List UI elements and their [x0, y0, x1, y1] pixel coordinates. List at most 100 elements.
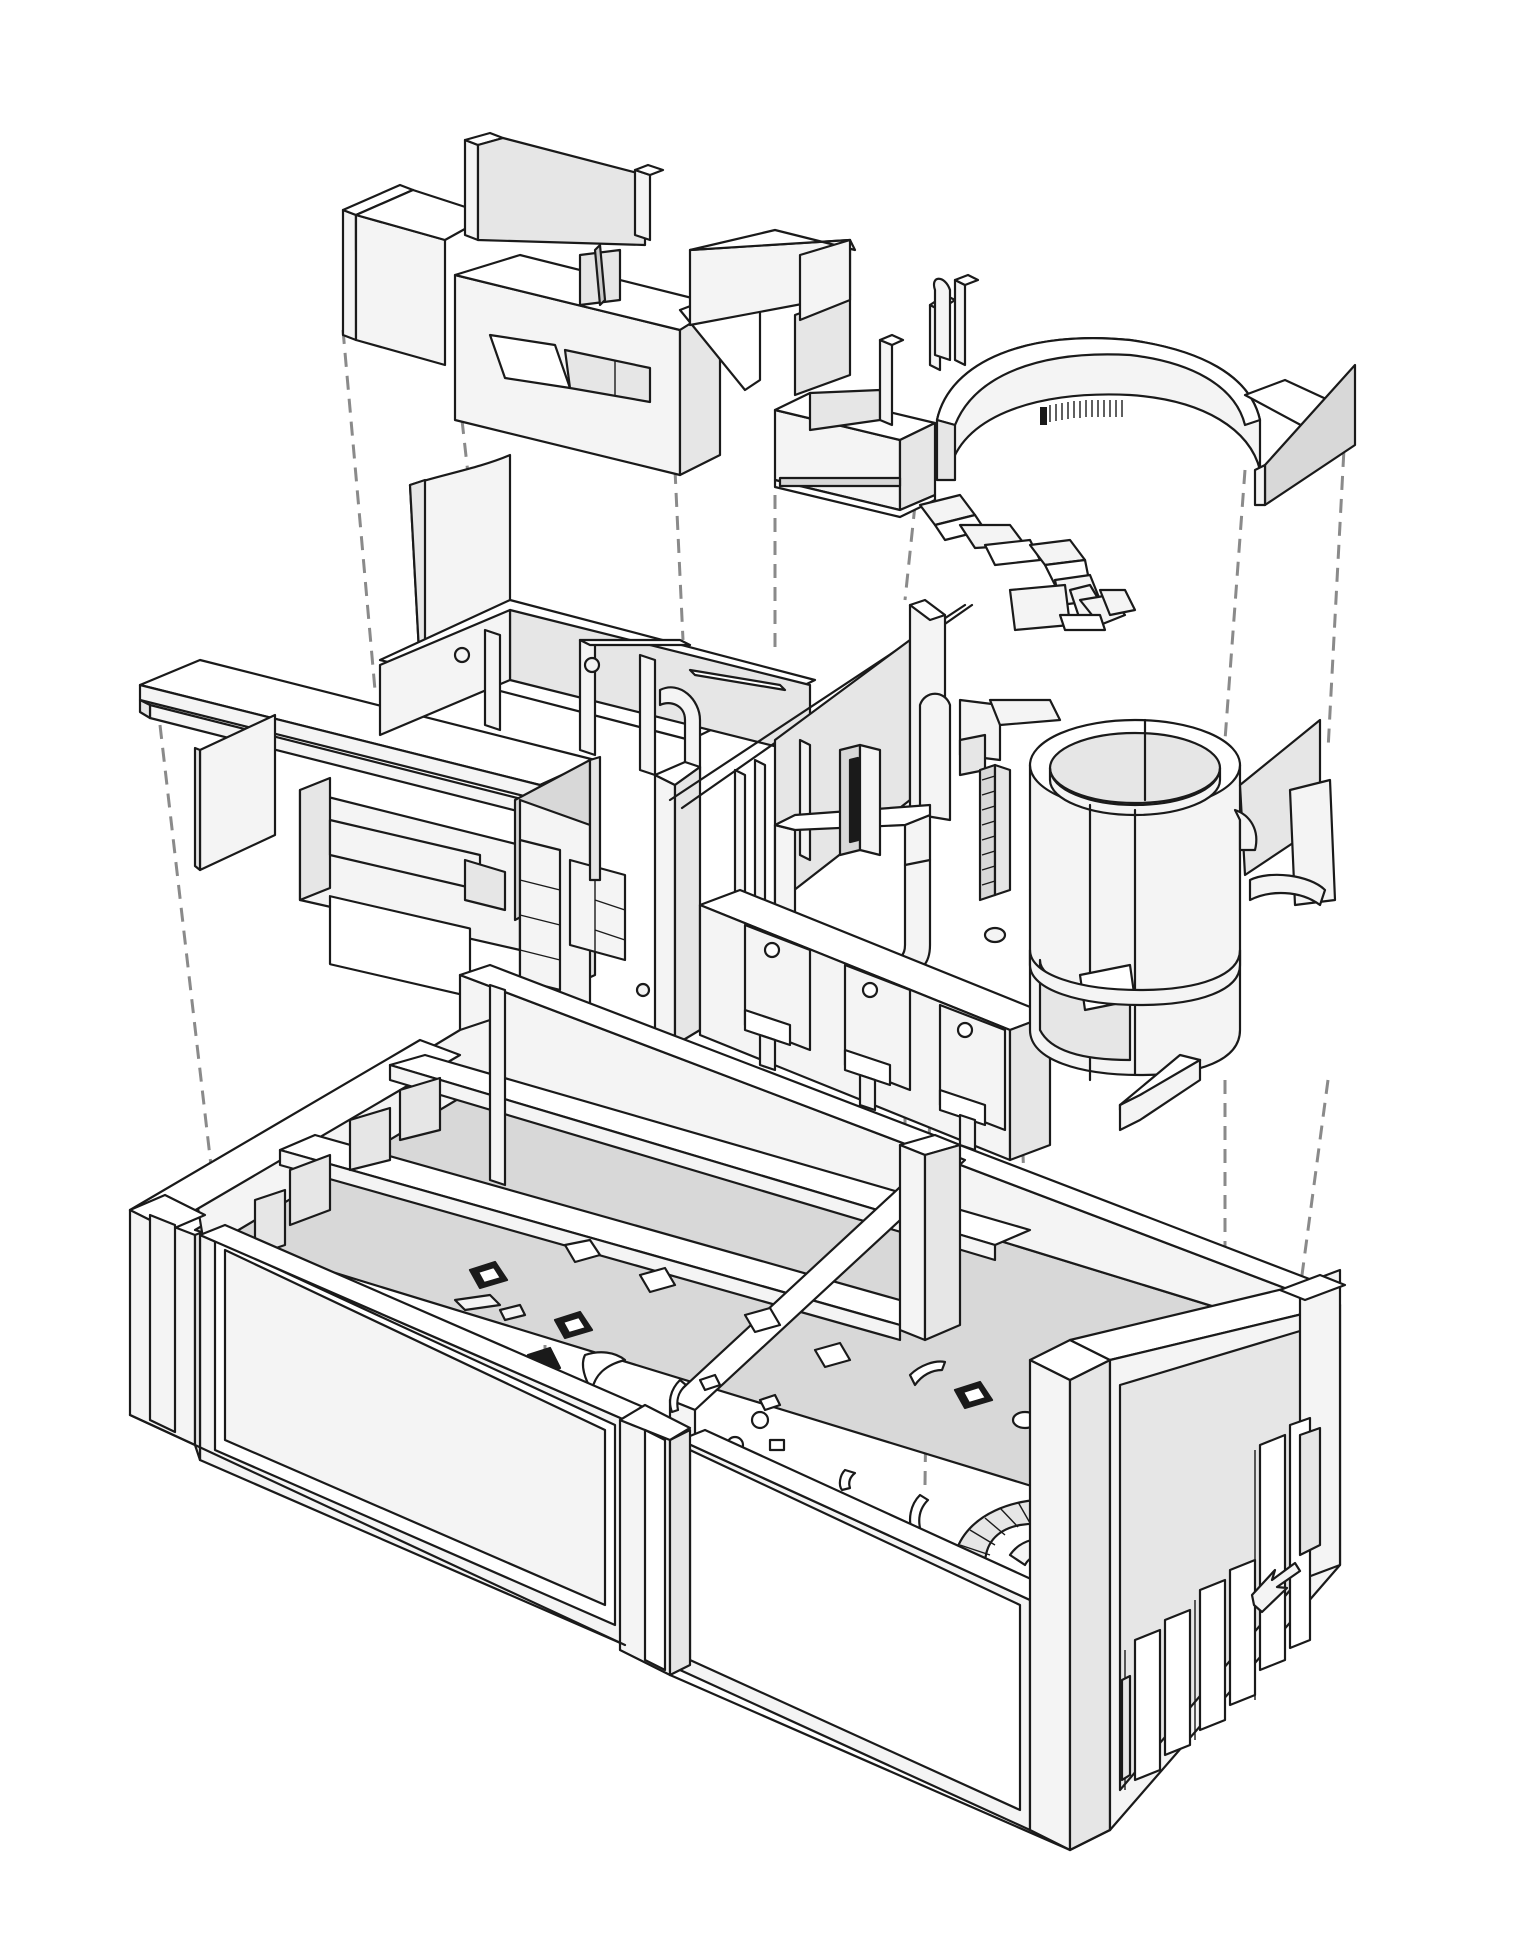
mid-panel-tall [653, 773, 677, 1047]
mid-stair-treads [978, 763, 1012, 902]
ground-small-box [698, 1373, 722, 1392]
projection-line [158, 724, 217, 1201]
mid-bay-sink [938, 1088, 987, 1127]
mid-bay-sink [743, 1008, 792, 1047]
chair-icon [638, 1266, 677, 1294]
mid-bay-leg [858, 1073, 877, 1112]
upper-floor [341, 131, 1357, 632]
door-panel [1133, 1628, 1162, 1782]
upper-left-wall [341, 208, 358, 342]
upper-curved-post [932, 277, 952, 362]
railing-dark-strip [1040, 407, 1047, 425]
window-pane [398, 1076, 442, 1142]
upper-post-right-top [953, 273, 980, 287]
stair-tread [984, 1517, 1006, 1536]
mid-bay-sink [843, 1048, 892, 1087]
upper-curved-wall-top [935, 337, 1262, 427]
upper-spiral-stair [918, 493, 1137, 632]
upper-u-room-base [773, 478, 937, 519]
upper-book-stack [593, 243, 607, 307]
upper-u-room-post-top [878, 333, 905, 347]
ground-desk [498, 1303, 527, 1322]
ground-curved-desk [838, 1468, 857, 1492]
upper-far-right-panel-edge [1253, 463, 1267, 507]
stair-landing [1008, 583, 1072, 632]
middle-floor [138, 453, 1337, 1162]
chair-icon [563, 1238, 602, 1264]
stair-step [1058, 613, 1107, 632]
projection-line [1223, 469, 1247, 741]
mid-room-rail [688, 668, 787, 692]
door-panel [1258, 1433, 1287, 1672]
mid-room-rail [578, 638, 692, 647]
ground-rear-column [488, 983, 507, 1187]
stair-tread [969, 1529, 996, 1546]
stair-fin [981, 805, 996, 811]
chair-icon [813, 1341, 852, 1369]
mid-post [798, 738, 812, 862]
chair-inner [476, 1265, 503, 1285]
projection-line [1326, 429, 1347, 751]
mid-tower-flap-panel [1288, 778, 1337, 907]
mid-room-pillar [483, 628, 502, 732]
ground-pier-right-side [1068, 1358, 1112, 1852]
door-glass [1120, 1674, 1132, 1782]
mid-box-side [298, 776, 332, 902]
upper-rear-right-post [633, 168, 652, 242]
mid-bay-leg [958, 1113, 977, 1152]
mid-stair-wall-back [988, 698, 1062, 727]
upper-u-room-floor-strip [778, 476, 902, 488]
stair-tread [959, 1544, 991, 1556]
mid-slab-left-leg-side [193, 746, 202, 872]
stair-tread [1017, 1501, 1031, 1524]
upper-u-room-post [878, 338, 894, 427]
door-panel [1163, 1608, 1192, 1757]
chair-inner [961, 1385, 988, 1405]
ground-front-wall-panel [223, 1248, 607, 1607]
stair-fin-block [978, 763, 997, 902]
ground-pier-left-face [148, 1213, 177, 1434]
upper-window-open-right [563, 348, 652, 404]
mid-closet-dark-slot [848, 756, 860, 844]
mid-door-knob [635, 982, 651, 998]
mid-room-fixture [583, 656, 601, 674]
mid-bay-mirror [861, 981, 879, 999]
ground-entrance-doors [1120, 1416, 1322, 1790]
mid-partition-top [588, 755, 602, 882]
mid-curved-stub [918, 692, 952, 822]
projection-line [1298, 1079, 1330, 1291]
stair-fin [981, 835, 996, 841]
entrance-arrow-icon [1250, 1561, 1302, 1614]
ground-column-side [923, 1143, 962, 1342]
upper-right-room-top [688, 228, 857, 252]
ground-small-box [758, 1393, 782, 1412]
shelf-line [594, 899, 626, 911]
ground-curved-desk [581, 1351, 627, 1392]
ground-pier-right [1028, 1358, 1072, 1852]
chair-inner [561, 1315, 588, 1335]
mid-bay-mirror [763, 941, 781, 959]
upper-right-room-far-wall [798, 238, 852, 322]
upper-rear-back-panel [476, 136, 647, 247]
ground-pier-left-side [193, 1231, 202, 1462]
stair-fin [981, 775, 996, 781]
mid-bay-leg [758, 1033, 777, 1072]
mid-tower-band [1028, 948, 1242, 1007]
mid-tower-inner [1048, 731, 1222, 805]
upper-railing [1040, 400, 1123, 425]
door-panel [1228, 1558, 1257, 1707]
ground-pier-center-face [643, 1428, 667, 1672]
ground-curved-desk [908, 1360, 947, 1387]
mid-box-panel [328, 895, 472, 998]
stair-fin-block-side [993, 763, 1012, 897]
mid-closet-box-front [858, 743, 882, 857]
upper-curved-wall-inner [935, 418, 957, 482]
ground-desk [453, 1293, 502, 1312]
mid-box-inset-2 [463, 858, 507, 912]
upper-left-side-face [354, 213, 447, 367]
mid-panel-tall-side [673, 765, 702, 1047]
ground-base-line [128, 1413, 627, 1647]
stair-fin [981, 865, 996, 871]
mid-tall-slab-top [908, 598, 947, 622]
